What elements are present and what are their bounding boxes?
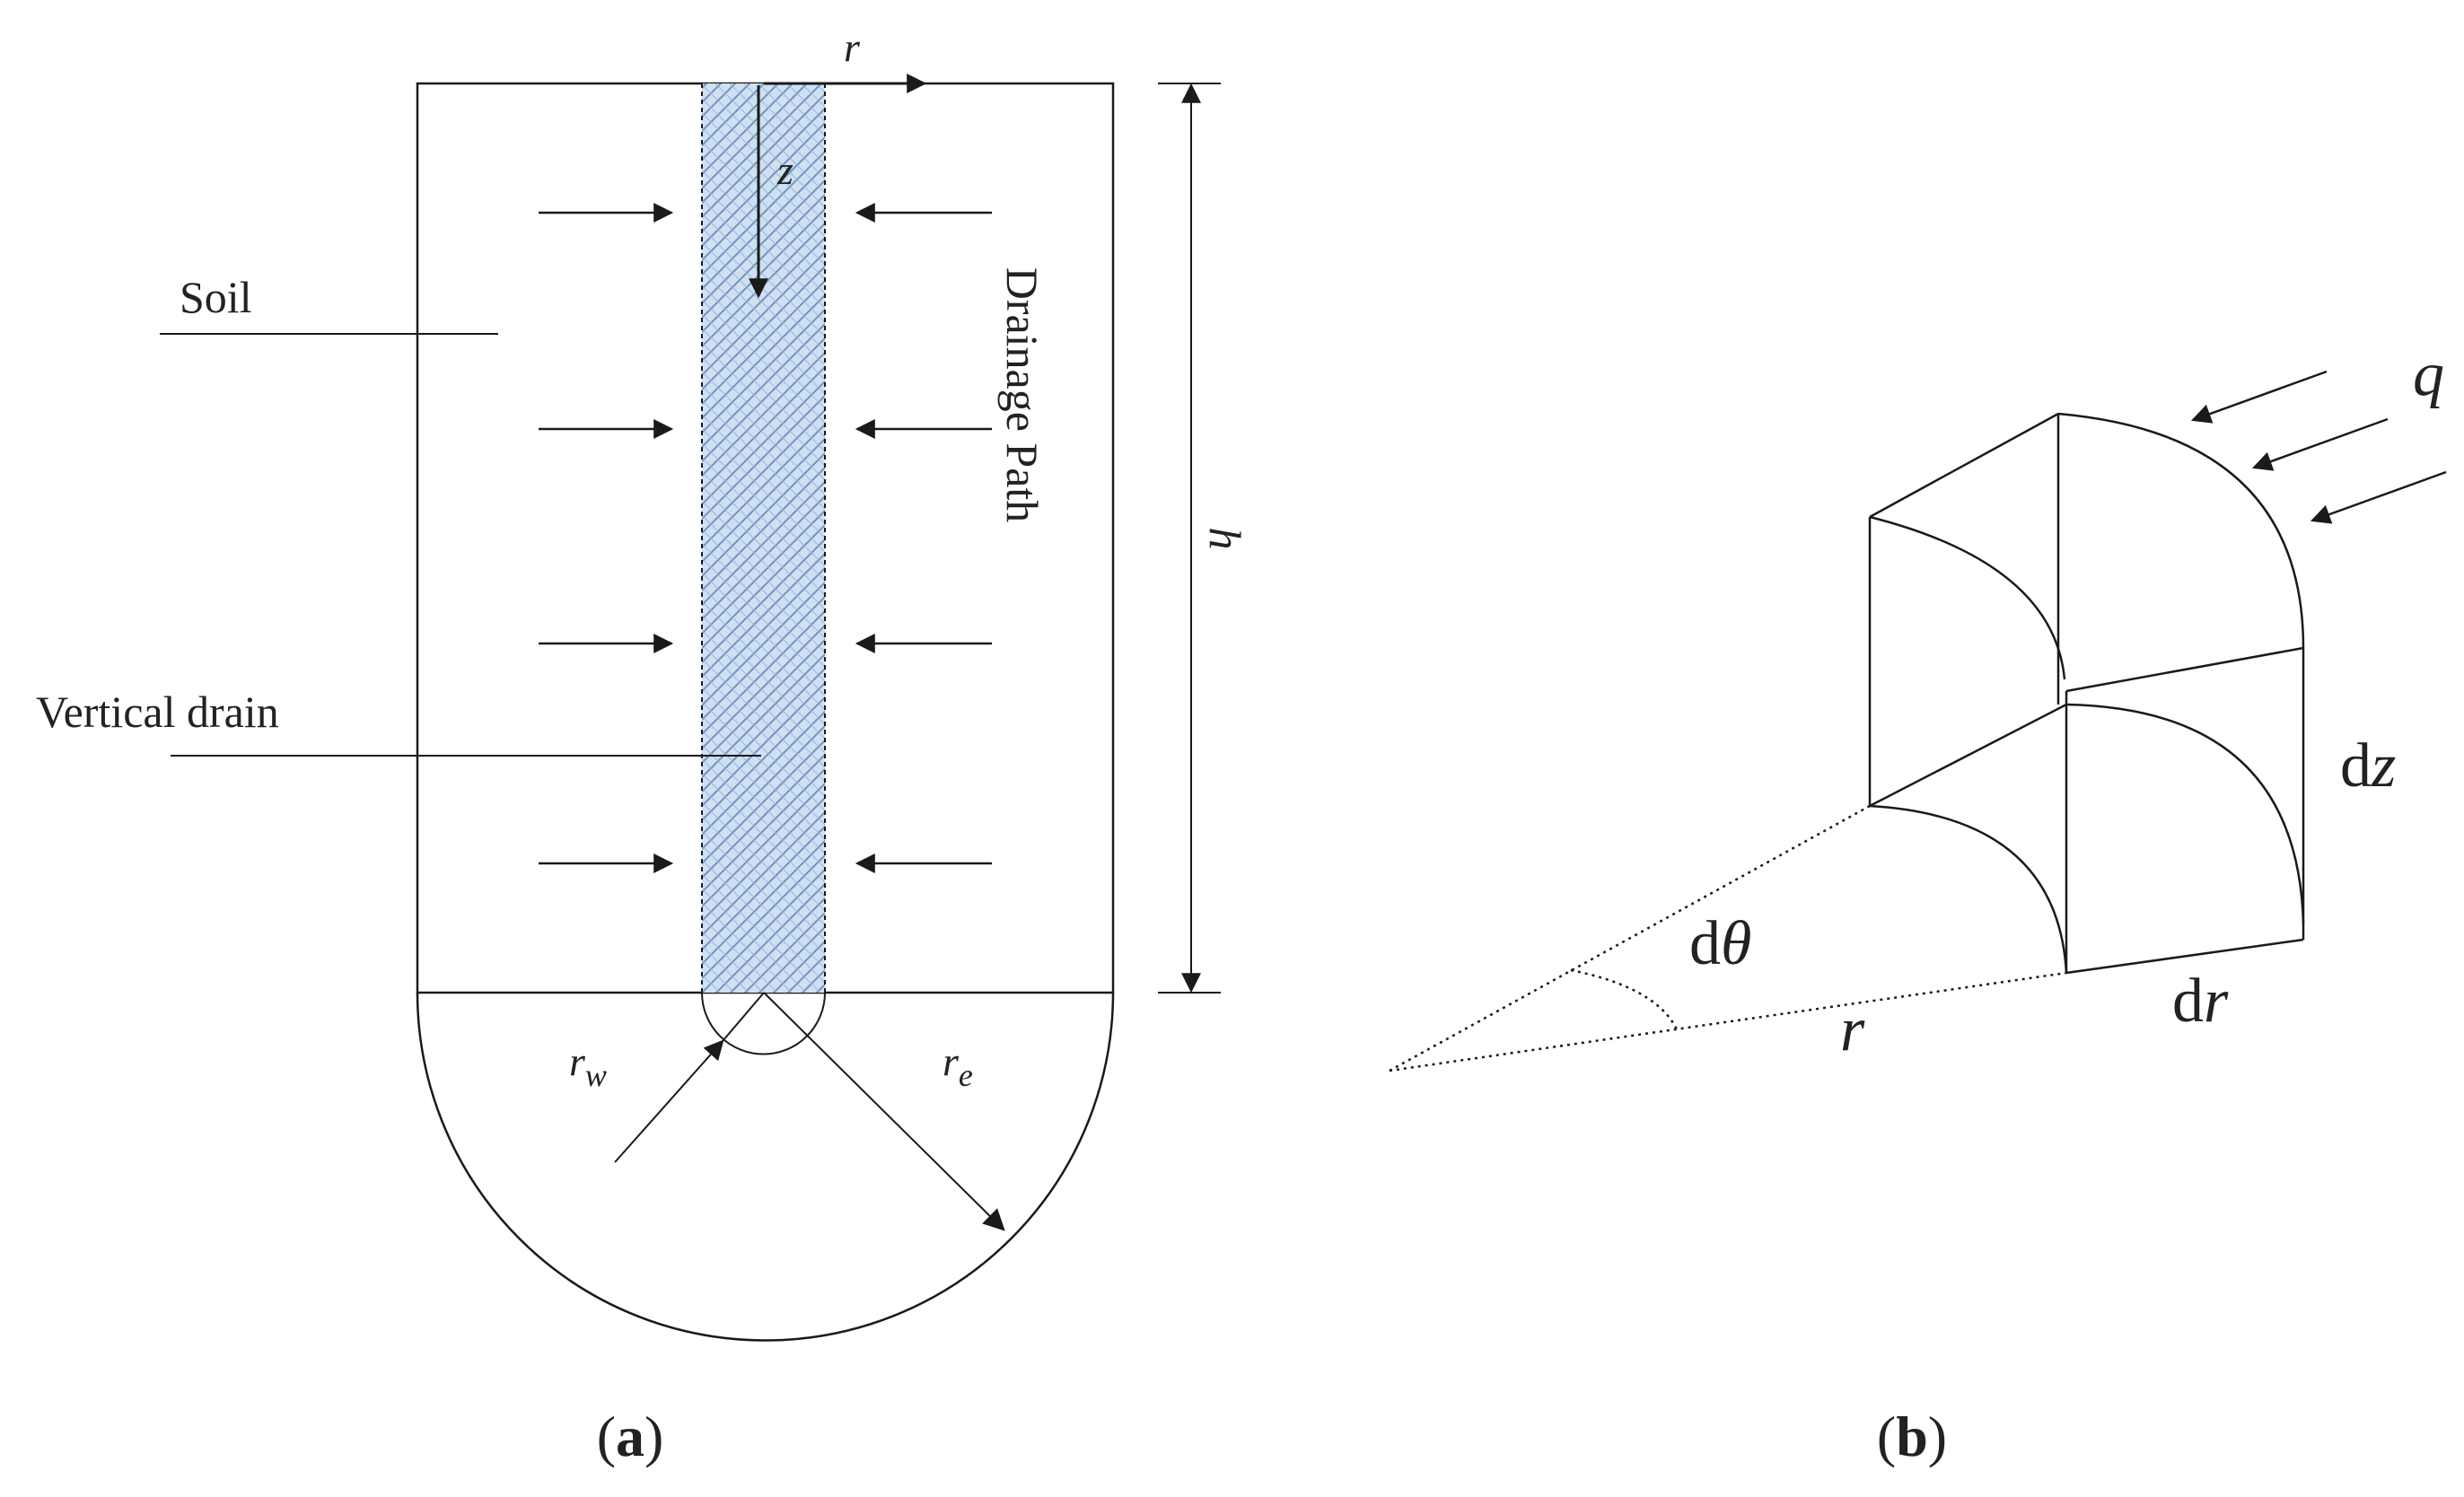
caption-a: (a) [597, 1405, 664, 1468]
vertical-drain-column [702, 83, 825, 993]
vertical-drain-label: Vertical drain [36, 687, 279, 737]
arc-outer-bottom [2065, 703, 2305, 925]
dz-label: dz [2340, 731, 2396, 801]
h-dim-label: h [1200, 528, 1250, 550]
caption-b-open: ( [1877, 1405, 1896, 1468]
edge-mid-diagonal [1869, 703, 2067, 808]
caption-b-letter: b [1896, 1405, 1928, 1468]
re-arrow [763, 992, 1005, 1231]
dz-label-var: z [2371, 731, 2396, 801]
re-label-sub: e [959, 1057, 973, 1093]
arc-inner-top [1869, 515, 2066, 680]
drain-circle [701, 992, 826, 1055]
caption-b-close: ) [1928, 1405, 1947, 1468]
caption-a-letter: a [616, 1405, 644, 1468]
dtheta-label-var: θ [1721, 909, 1751, 978]
sector-edge-upper [1389, 804, 1871, 1072]
q-label: q [2413, 340, 2444, 409]
dtheta-arc [1570, 968, 1679, 1030]
panel-a: r z Soil Vertical drain Drainage Path h [36, 24, 1250, 1468]
dr-label-var: r [2204, 967, 2229, 1036]
sector-edge-lower [1389, 971, 2067, 1072]
re-label-main: r [943, 1038, 960, 1084]
q-arrow-1 [2190, 370, 2328, 424]
dtheta-label: dθ [1689, 909, 1751, 978]
arc-inner-bottom [1869, 804, 2068, 974]
dtheta-label-d: d [1689, 909, 1721, 978]
rw-to-center [722, 992, 765, 1042]
r-label: r [1840, 995, 1865, 1064]
q-arrow-3 [2310, 470, 2447, 524]
re-label: re [943, 1038, 973, 1093]
panel-b: q dz dr dθ r (b) [1389, 340, 2447, 1468]
soil-label: Soil [180, 272, 252, 322]
dz-label-d: d [2340, 731, 2372, 801]
drainage-path-label: Drainage Path [997, 267, 1048, 523]
q-arrow-2 [2251, 417, 2389, 471]
soil-element-3d [1868, 412, 2305, 975]
edge-mid-horizontal [2065, 646, 2304, 693]
edge-inner-top-left [1869, 412, 2059, 519]
influence-zone-semicircle [416, 992, 1115, 1342]
z-axis-label: z [776, 147, 794, 193]
dr-label-d: d [2172, 967, 2204, 1036]
rw-label-sub: w [585, 1057, 607, 1093]
arc-outer-top [2057, 412, 2305, 649]
dr-label: dr [2172, 967, 2229, 1036]
edge-bottom-right [2065, 938, 2304, 975]
r-axis-label: r [844, 24, 861, 70]
caption-a-close: ) [644, 1405, 663, 1468]
rw-label: rw [569, 1038, 607, 1093]
rw-label-main: r [569, 1038, 586, 1084]
caption-a-open: ( [597, 1405, 616, 1468]
rw-arrow [614, 1039, 724, 1163]
caption-b: (b) [1877, 1405, 1947, 1468]
